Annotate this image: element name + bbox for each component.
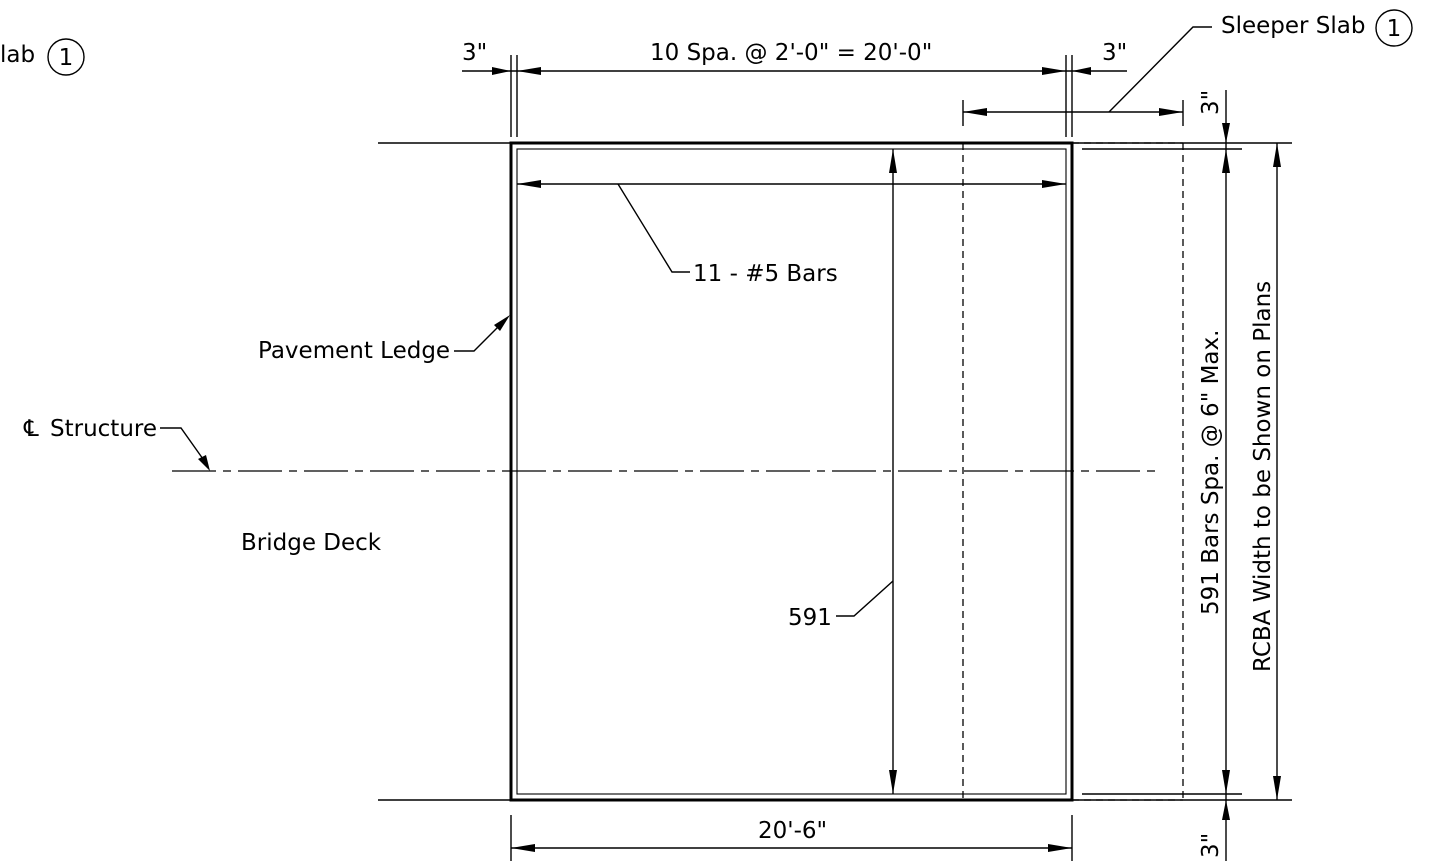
sleeper-slab-leader: [1108, 26, 1212, 113]
slab-ref-left-num: 1: [59, 45, 74, 71]
pavement-ledge-leader: [454, 324, 501, 352]
arrow-591-bottom: [889, 770, 897, 794]
bars-count-leader: [836, 580, 894, 617]
dim-right-edge-text: 3": [1102, 40, 1127, 66]
sleeper-slab-ref-circle: [1375, 9, 1413, 47]
slab-ref-left-label: lab: [0, 42, 35, 68]
overall-width-text: 20'-6": [758, 818, 827, 844]
arrow-bars-right: [1042, 180, 1066, 188]
dim-left-edge-text: 3": [462, 40, 487, 66]
arrow-width-left: [511, 844, 535, 852]
cl-structure-label: Structure: [50, 416, 157, 442]
arrow-rcba-bottom: [1273, 776, 1281, 800]
long-bars-text: 591 Bars Spa. @ 6" Max.: [1198, 330, 1224, 615]
arrow-top-left-out: [492, 67, 511, 75]
arrow-long-top-out: [1222, 123, 1230, 143]
slab-ref-left-circle: [47, 38, 85, 76]
arrow-top-right: [1042, 67, 1066, 75]
pavement-ledge-label: Pavement Ledge: [258, 338, 450, 364]
cl-symbol: ℄: [23, 416, 39, 442]
bars-callout-text: 11 - #5 Bars: [693, 261, 838, 287]
bars-count-text: 591: [788, 605, 832, 631]
arrow-long-bottom-out: [1222, 800, 1230, 820]
sleeper-slab-ref-num: 1: [1387, 16, 1402, 42]
arrow-cl-structure: [198, 455, 210, 471]
arrow-rcba-top: [1273, 143, 1281, 167]
arrow-591-top: [889, 149, 897, 173]
arrow-long-top-in: [1222, 149, 1230, 173]
rcba-width-text: RCBA Width to be Shown on Plans: [1250, 281, 1276, 672]
arrow-pavement-ledge: [494, 315, 510, 331]
cl-structure-leader: [160, 427, 204, 460]
dim-bar-spacing-text: 10 Spa. @ 2'-0" = 20'-0": [650, 40, 932, 66]
dim-top-cover-text: 3": [1198, 90, 1224, 115]
bars-callout-leader: [617, 183, 690, 273]
bridge-deck-label: Bridge Deck: [241, 530, 382, 556]
arrow-sleeper-left: [963, 108, 987, 116]
arrow-width-right: [1048, 844, 1072, 852]
sleeper-slab-label: Sleeper Slab: [1221, 13, 1366, 39]
dim-bottom-cover-text: 3": [1198, 833, 1224, 858]
arrow-sleeper-right: [1159, 108, 1183, 116]
arrow-bars-left: [517, 180, 541, 188]
arrow-long-bottom-in: [1222, 770, 1230, 794]
arrow-top-right-out: [1072, 67, 1091, 75]
arrow-top-left: [517, 67, 541, 75]
